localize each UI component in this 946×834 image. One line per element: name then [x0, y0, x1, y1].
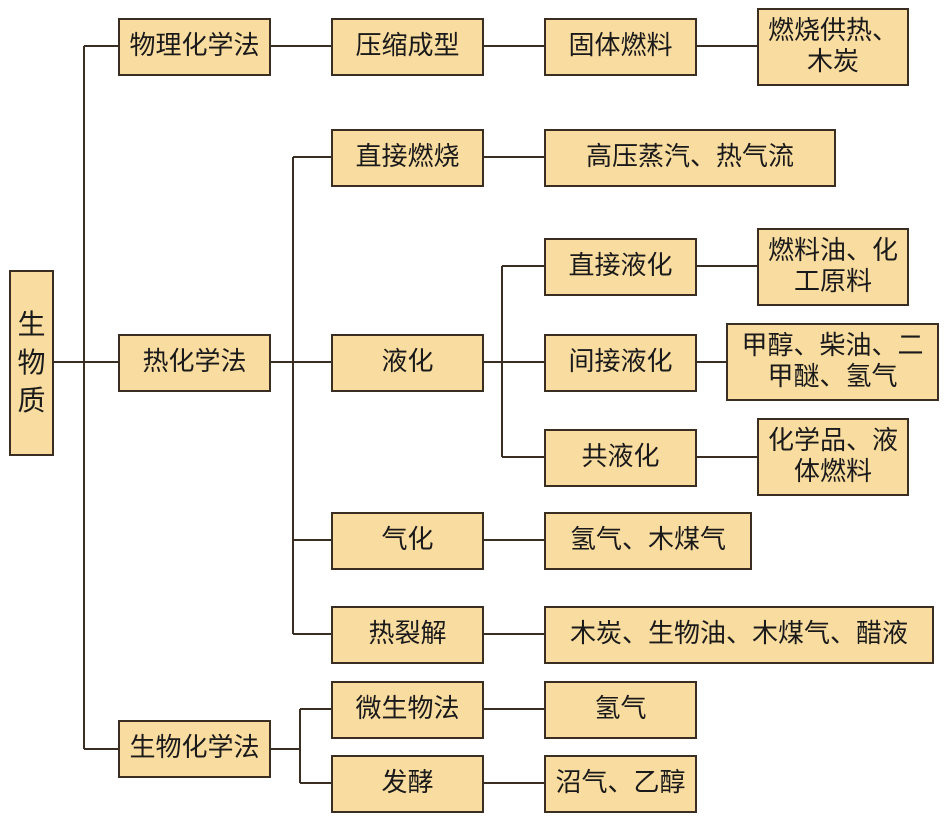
process-direct-liquefaction-label: 直接液化: [568, 251, 673, 282]
root-biomass: 生物质: [9, 270, 54, 456]
product-steam-hot-gas: 高压蒸汽、热气流: [544, 129, 836, 187]
product-chemicals-liquid-fuel-label: 化学品、液体燃料: [767, 425, 898, 487]
product-hydrogen-wood-gas-label: 氢气、木煤气: [569, 525, 726, 556]
process-liquefaction-label: 液化: [381, 347, 434, 378]
process-compression: 压缩成型: [331, 18, 484, 76]
process-direct-liquefaction: 直接液化: [544, 238, 697, 296]
product-methanol-diesel-dme-hydrogen-label: 甲醇、柴油、二甲醚、氢气: [741, 330, 924, 392]
root-label: 生物质: [17, 308, 46, 417]
process-liquefaction: 液化: [331, 334, 484, 392]
product-heat-charcoal: 燃烧供热、木炭: [757, 8, 909, 86]
process-fermentation: 发酵: [331, 755, 484, 813]
process-direct-combustion: 直接燃烧: [331, 129, 484, 187]
method-thermochemical-label: 热化学法: [142, 347, 247, 378]
process-pyrolysis-label: 热裂解: [368, 619, 447, 650]
process-direct-combustion-label: 直接燃烧: [355, 142, 460, 173]
method-biochemical: 生物化学法: [118, 720, 271, 778]
process-indirect-liquefaction-label: 间接液化: [568, 347, 673, 378]
product-biogas-ethanol-label: 沼气、乙醇: [555, 768, 686, 799]
process-co-liquefaction-label: 共液化: [581, 442, 660, 473]
process-compression-label: 压缩成型: [355, 31, 460, 62]
process-gasification: 气化: [331, 512, 484, 570]
method-physical-chemical-label: 物理化学法: [129, 31, 260, 62]
process-microbial: 微生物法: [331, 681, 484, 739]
product-chemicals-liquid-fuel: 化学品、液体燃料: [757, 418, 909, 496]
product-fuel-oil-chemicals: 燃料油、化工原料: [757, 228, 909, 306]
product-heat-charcoal-label: 燃烧供热、木炭: [767, 15, 898, 77]
process-fermentation-label: 发酵: [381, 768, 434, 799]
product-methanol-diesel-dme-hydrogen: 甲醇、柴油、二甲醚、氢气: [726, 323, 939, 401]
process-microbial-label: 微生物法: [355, 694, 460, 725]
product-biogas-ethanol: 沼气、乙醇: [544, 755, 697, 813]
product-hydrogen-wood-gas: 氢气、木煤气: [544, 512, 752, 570]
method-physical-chemical: 物理化学法: [118, 18, 271, 76]
product-hydrogen-label: 氢气: [594, 694, 647, 725]
process-pyrolysis: 热裂解: [331, 606, 484, 664]
product-pyrolysis-outputs-label: 木炭、生物油、木煤气、醋液: [569, 619, 908, 650]
product-steam-hot-gas-label: 高压蒸汽、热气流: [585, 142, 794, 173]
product-hydrogen: 氢气: [544, 681, 697, 739]
product-solid-fuel-label: 固体燃料: [568, 31, 673, 62]
process-co-liquefaction: 共液化: [544, 429, 697, 487]
method-thermochemical: 热化学法: [118, 334, 271, 392]
method-biochemical-label: 生物化学法: [129, 733, 260, 764]
product-solid-fuel: 固体燃料: [544, 18, 697, 76]
product-fuel-oil-chemicals-label: 燃料油、化工原料: [767, 235, 898, 297]
process-gasification-label: 气化: [381, 525, 434, 556]
product-pyrolysis-outputs: 木炭、生物油、木煤气、醋液: [544, 606, 934, 664]
process-indirect-liquefaction: 间接液化: [544, 334, 697, 392]
